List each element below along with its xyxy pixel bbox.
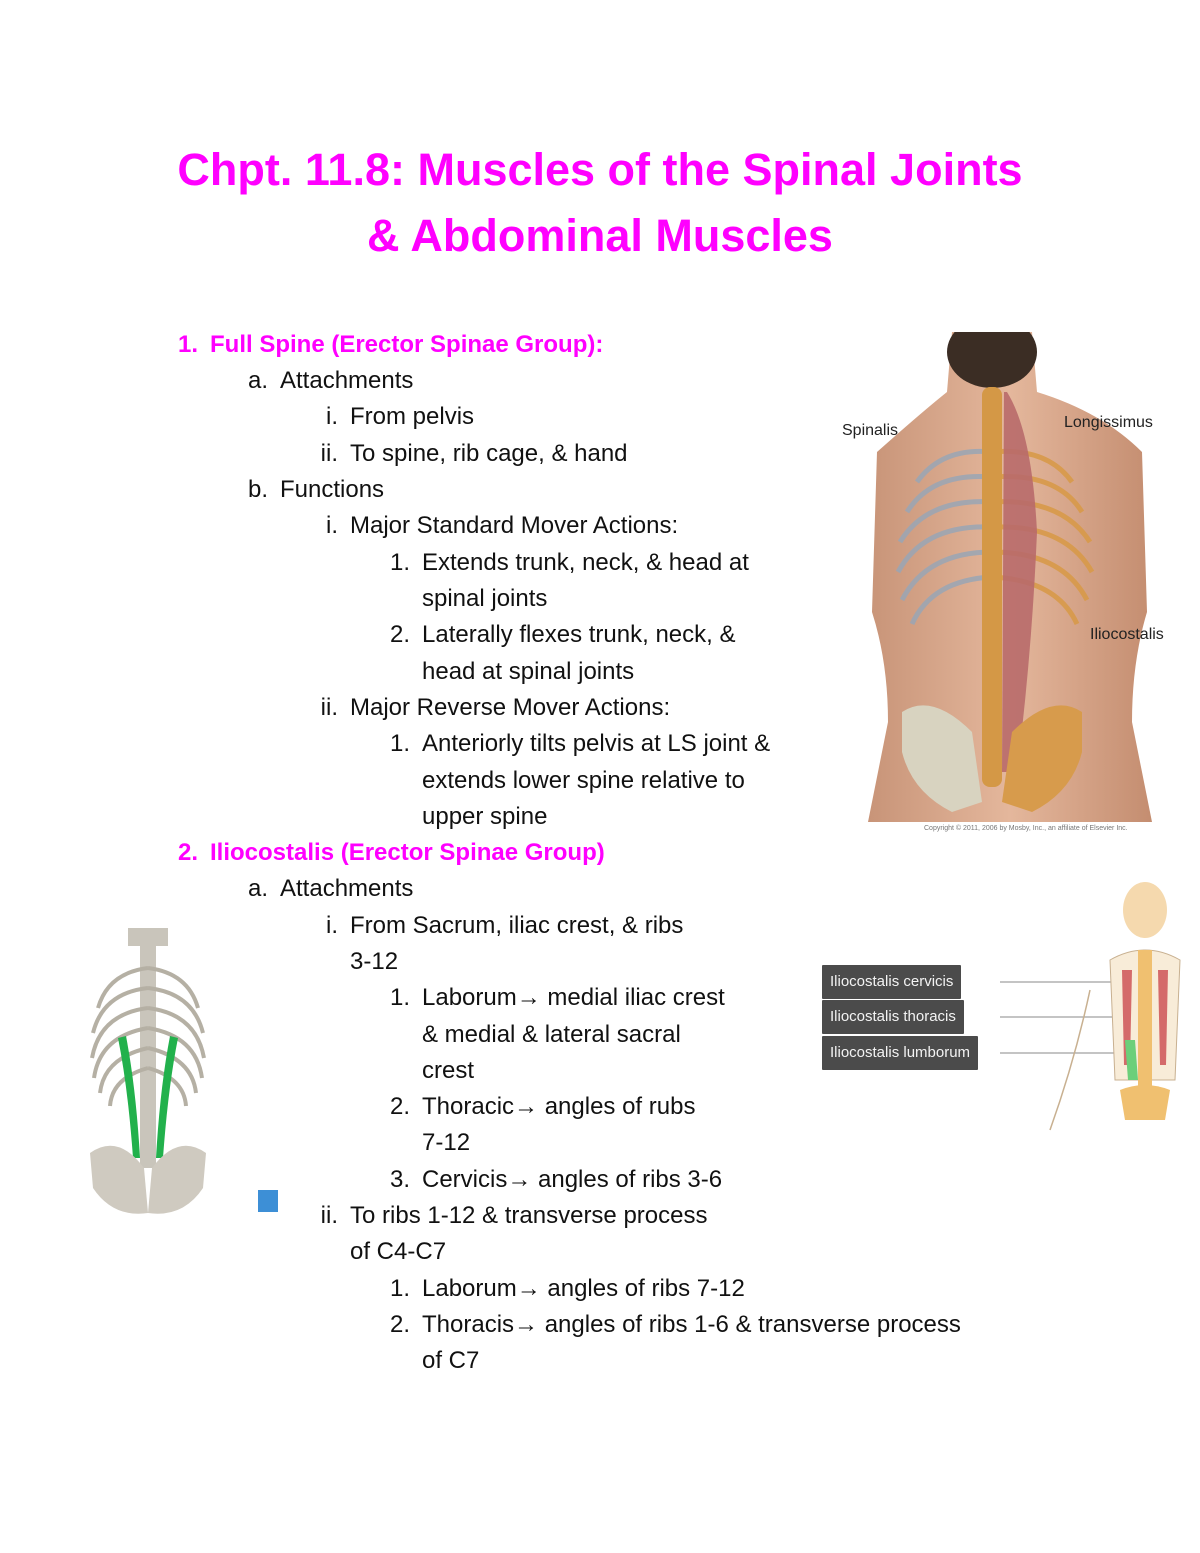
list-text: & medial & lateral sacral: [422, 1021, 681, 1048]
list-text: Anteriorly tilts pelvis at LS joint &: [422, 730, 771, 757]
list-text: Extends trunk, neck, & head at: [422, 549, 749, 576]
list-text: Attachments: [280, 367, 414, 394]
list-text: Major Reverse Mover Actions:: [350, 694, 671, 721]
list-text: Functions: [280, 476, 385, 503]
back-anatomy-illustration: [868, 316, 1152, 822]
heading-text: Full Spine (Erector Spinae Group):: [210, 331, 604, 358]
list-marker: ii.: [320, 440, 338, 467]
list-text: Attachments: [280, 875, 414, 902]
list-marker: 1.: [389, 984, 410, 1011]
list-text: Laborum→ medial iliac crest: [422, 984, 725, 1011]
list-text: head at spinal joints: [422, 658, 635, 685]
list-marker: 1.: [389, 730, 410, 757]
list-text: Major Standard Mover Actions:: [350, 512, 679, 539]
list-text: upper spine: [422, 803, 548, 830]
list-text: To spine, rib cage, & hand: [350, 440, 628, 467]
iliocostalis-cervicis-label: Iliocostalis cervicis: [822, 965, 962, 999]
heading-text: Iliocostalis (Erector Spinae Group): [210, 839, 605, 866]
list-marker: ii.: [320, 1202, 338, 1229]
list-text: crest: [422, 1057, 475, 1084]
list-marker: 1.: [389, 1275, 410, 1302]
list-text: Thoracic→ angles of rubs: [422, 1093, 696, 1120]
list-marker: i.: [326, 403, 338, 430]
list-text: Laborum→ angles of ribs 7-12: [422, 1275, 745, 1302]
list-text: of C4-C7: [350, 1238, 447, 1265]
list-marker: 2.: [389, 1311, 410, 1338]
list-text: 7-12: [422, 1129, 471, 1156]
list-text: Thoracis→ angles of ribs 1-6 & transvers…: [422, 1311, 961, 1338]
list-marker: i.: [326, 912, 338, 939]
list-text: spinal joints: [422, 585, 548, 612]
list-marker: a.: [247, 875, 268, 902]
spinalis-label: Spinalis: [842, 422, 899, 439]
list-text: To ribs 1-12 & transverse process: [350, 1202, 708, 1229]
list-text: extends lower spine relative to: [422, 767, 745, 794]
iliocostalis-thoracis-label: Iliocostalis thoracis: [822, 1000, 964, 1034]
list-marker: 1.: [177, 331, 198, 358]
list-text: Laterally flexes trunk, neck, &: [422, 621, 736, 648]
page-title-line2: & Abdominal Muscles: [367, 210, 833, 261]
list-marker: 2.: [177, 839, 198, 866]
skeleton-illustration: [90, 928, 278, 1214]
iliocostalis-lumborum-label: Iliocostalis lumborum: [822, 1036, 979, 1070]
erector-spinae-figure: Spinalis Longissimus Iliocostalis Copyri…: [832, 316, 1182, 837]
list-marker: a.: [247, 367, 268, 394]
list-marker: 2.: [389, 621, 410, 648]
list-text: of C7: [422, 1347, 480, 1374]
list-marker: 3.: [389, 1166, 410, 1193]
figure-copyright: Copyright © 2011, 2006 by Mosby, Inc., a…: [924, 825, 1128, 832]
body-outline-illustration: [1000, 882, 1181, 1131]
list-text: 3-12: [350, 948, 399, 975]
iliocostalis-parts-figure: Iliocostalis cervicis Iliocostalis thora…: [820, 880, 1190, 1150]
longissimus-label: Longissimus: [1064, 414, 1153, 431]
list-marker: i.: [326, 512, 338, 539]
iliocostalis-label: Iliocostalis: [1090, 626, 1164, 643]
list-marker: 2.: [389, 1093, 410, 1120]
list-marker: 1.: [389, 549, 410, 576]
list-text: From pelvis: [350, 403, 475, 430]
list-marker: b.: [247, 476, 268, 503]
list-text: From Sacrum, iliac crest, & ribs: [350, 912, 684, 939]
page-title-line1: Chpt. 11.8: Muscles of the Spinal Joints: [177, 144, 1023, 195]
list-marker: ii.: [320, 694, 338, 721]
list-text: Cervicis→ angles of ribs 3-6: [422, 1166, 723, 1193]
iliocostalis-skeleton-figure: [78, 928, 283, 1223]
